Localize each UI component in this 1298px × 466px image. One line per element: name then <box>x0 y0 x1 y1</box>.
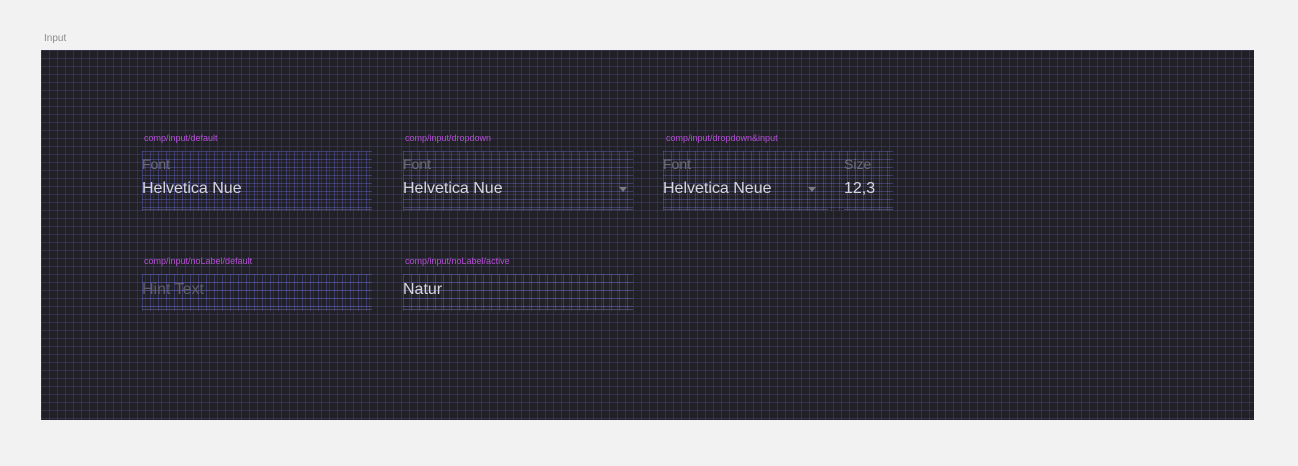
size-input-underline <box>844 209 893 210</box>
component-name-nolabel-active: comp/input/noLabel/active <box>405 256 510 266</box>
input-nolabel-default-underline <box>142 309 372 310</box>
input-dropdown-value: Helvetica Nue <box>403 180 503 197</box>
design-canvas: comp/input/default Font Helvetica Nue co… <box>41 50 1254 420</box>
font-dropdown-value[interactable]: Helvetica Neue <box>663 180 772 197</box>
input-dropdown-label: Font <box>403 156 432 172</box>
hint-text-placeholder: Hint Text <box>142 281 204 298</box>
component-name-input-default: comp/input/default <box>144 133 218 143</box>
input-default-value: Helvetica Nue <box>142 180 242 197</box>
input-dropdown-underline <box>403 209 633 210</box>
chevron-down-icon[interactable] <box>808 187 816 192</box>
input-nolabel-active-underline <box>403 309 633 310</box>
input-default[interactable]: Font Helvetica Nue <box>142 151 372 211</box>
font-dropdown-underline <box>663 209 828 210</box>
input-nolabel-active-value: Natur <box>403 281 443 298</box>
input-default-underline <box>142 209 372 210</box>
input-default-label: Font <box>142 156 171 172</box>
input-nolabel-active[interactable]: Natur <box>403 274 633 311</box>
component-name-nolabel-default: comp/input/noLabel/default <box>144 256 253 266</box>
component-name-input-dropdown-input: comp/input/dropdown&input <box>666 133 778 143</box>
input-dropdown-and-input[interactable]: Font Helvetica Neue Size 12,3 <box>663 151 893 211</box>
frame-title: Input <box>44 33 67 44</box>
chevron-down-icon[interactable] <box>619 187 627 192</box>
input-nolabel-default[interactable]: Hint Text <box>142 274 372 311</box>
font-label: Font <box>663 156 692 172</box>
size-input-value[interactable]: 12,3 <box>844 180 876 197</box>
component-name-input-dropdown: comp/input/dropdown <box>405 133 492 143</box>
size-label: Size <box>844 156 872 172</box>
input-dropdown[interactable]: Font Helvetica Nue <box>403 151 633 211</box>
